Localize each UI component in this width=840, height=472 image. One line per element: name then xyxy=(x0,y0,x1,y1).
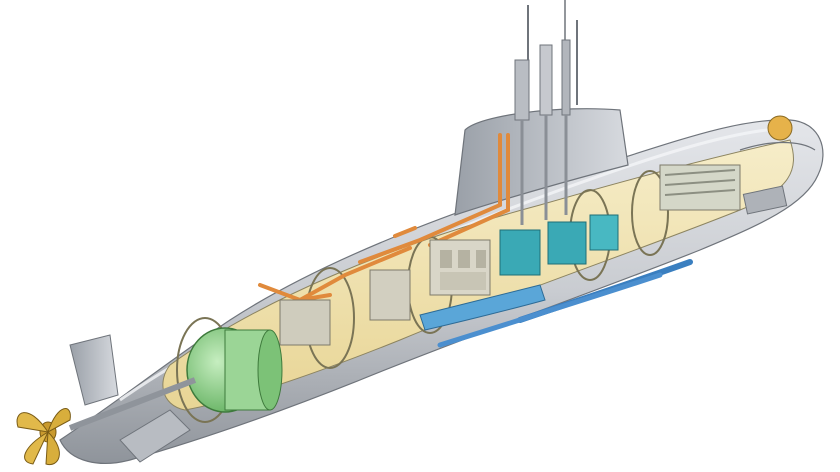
battery-tanks xyxy=(419,259,693,348)
propulsion-motor xyxy=(186,327,283,413)
tail-fins xyxy=(69,334,191,463)
piping xyxy=(258,133,510,303)
propeller-shaft xyxy=(68,377,197,431)
equipment xyxy=(279,115,793,346)
propeller xyxy=(16,408,71,466)
bow-section xyxy=(739,141,816,215)
